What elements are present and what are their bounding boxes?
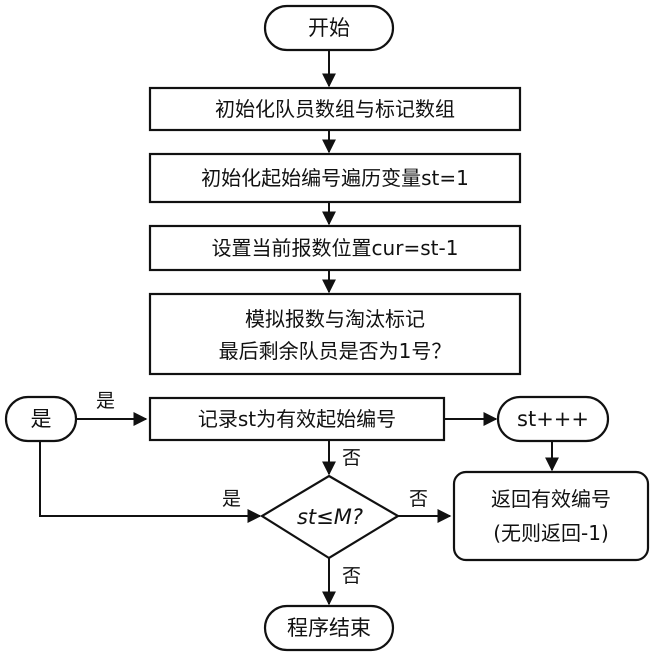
simulate-label-line1: 模拟报数与淘汰标记 xyxy=(245,307,425,331)
record-box: 记录st为有效起始编号 xyxy=(148,396,446,442)
edge-label-no-right: 否 xyxy=(409,488,428,510)
record-label: 记录st为有效起始编号 xyxy=(198,407,396,431)
yes-bubble-label: 是 xyxy=(31,407,52,431)
init-st-label: 初始化起始编号遍历变量st=1 xyxy=(201,166,469,190)
init-arrays-box: 初始化队员数组与标记数组 xyxy=(148,86,522,132)
end-terminal: 程序结束 xyxy=(263,604,395,652)
edge-label-yes-top: 是 xyxy=(96,390,115,412)
start-terminal: 开始 xyxy=(263,4,395,52)
return-label-line1: 返回有效编号 xyxy=(491,487,611,511)
end-label: 程序结束 xyxy=(287,616,371,640)
set-cur-label: 设置当前报数位置cur=st-1 xyxy=(212,236,459,260)
decision-label: st≤M? xyxy=(297,505,363,529)
edge-label-no-down: 否 xyxy=(342,565,361,587)
increment-label: st+++ xyxy=(517,407,589,431)
edge-yes-bubble-to-decision xyxy=(39,441,262,523)
increment-terminal: st+++ xyxy=(496,395,610,443)
start-label: 开始 xyxy=(308,16,350,40)
simulate-box: 模拟报数与淘汰标记 最后剩余队员是否为1号？ xyxy=(148,292,522,376)
return-box: 返回有效编号 (无则返回-1) xyxy=(452,470,650,562)
edges xyxy=(39,50,559,606)
simulate-label-line2: 最后剩余队员是否为1号？ xyxy=(219,339,452,363)
init-st-box: 初始化起始编号遍历变量st=1 xyxy=(148,152,522,204)
edge-label-no-record: 否 xyxy=(342,447,361,469)
init-arrays-label: 初始化队员数组与标记数组 xyxy=(215,97,455,121)
return-label-line2: (无则返回-1) xyxy=(493,521,609,545)
edge-label-yes-decision: 是 xyxy=(222,488,241,510)
set-cur-box: 设置当前报数位置cur=st-1 xyxy=(148,224,522,272)
decision-diamond: st≤M? xyxy=(259,474,401,560)
yes-bubble-terminal: 是 xyxy=(4,395,78,443)
